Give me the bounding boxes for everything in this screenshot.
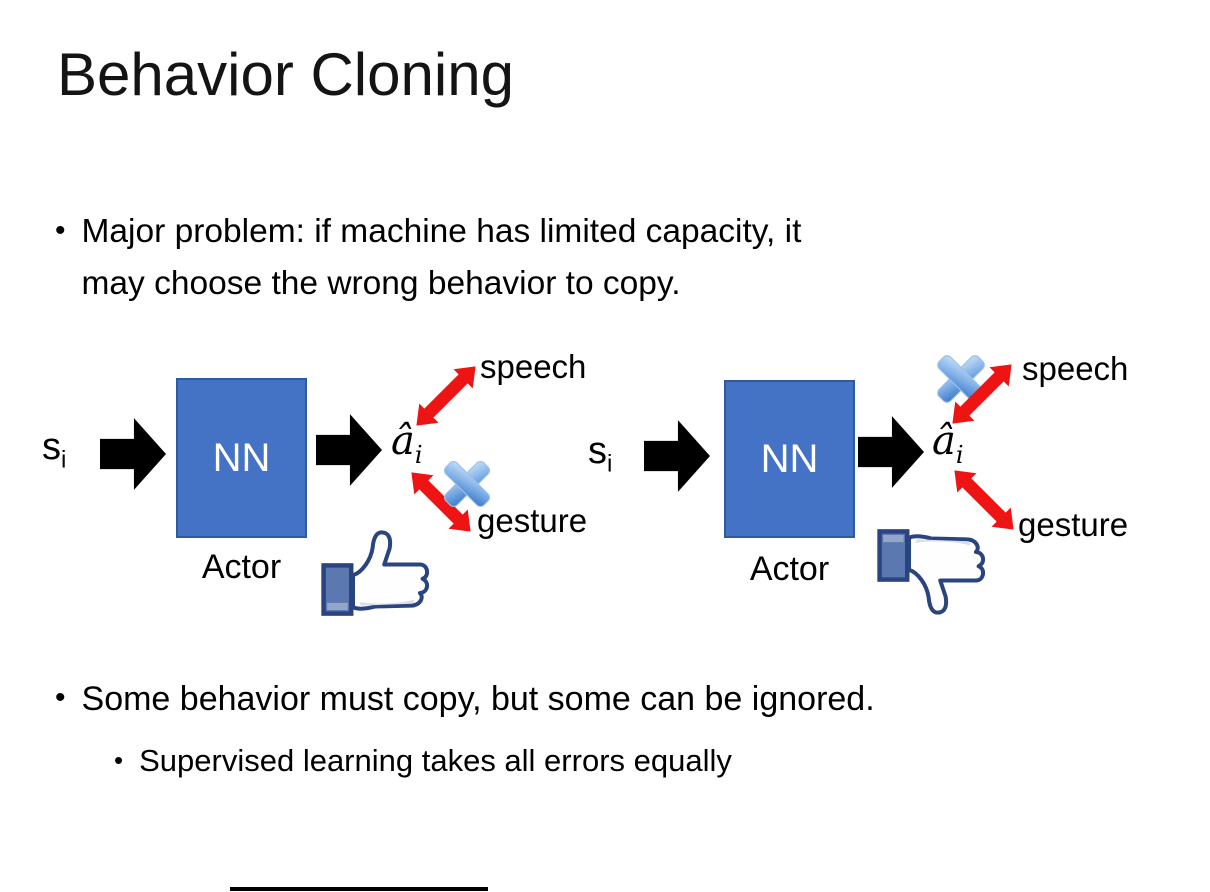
double-arrow-icon [952, 364, 1012, 424]
bullet-dot: • [55, 681, 66, 714]
output-action-label: âi [932, 418, 964, 469]
output-action-label: âi [391, 418, 423, 469]
branch-label-speech: speech [1022, 350, 1129, 387]
block-arrow-icon [644, 420, 710, 492]
page-title: Behavior Cloning [57, 41, 514, 108]
branch-label-gesture: gesture [1018, 506, 1129, 543]
bullet-major-problem: • Major problem: if machine has limited … [55, 206, 801, 310]
bullet-dot: • [114, 745, 124, 775]
bullet-text: Major problem: if machine has limited ca… [82, 206, 802, 310]
bottom-edge-line [230, 887, 488, 891]
block-arrow-icon [316, 414, 382, 486]
bullet-text: Supervised learning takes all errors equ… [139, 743, 732, 778]
double-arrow-icon [416, 366, 476, 426]
bullet-text: Some behavior must copy, but some can be… [81, 680, 875, 718]
input-state-label: si [42, 426, 67, 474]
thumbs-up-icon [320, 526, 436, 620]
bullet-dot: • [55, 214, 66, 247]
bullet-supervised-learning: • Supervised learning takes all errors e… [114, 740, 732, 782]
nn-box: NN [724, 380, 855, 538]
input-state-label: si [588, 430, 613, 478]
block-arrow-icon [100, 418, 166, 490]
actor-caption: Actor [201, 548, 282, 586]
branch-label-gesture: gesture [477, 502, 588, 539]
branch-label-speech: speech [480, 348, 587, 385]
cross-out-icon [437, 456, 497, 512]
bullet-line-2: may choose the wrong behavior to copy. [81, 265, 681, 302]
thumbs-down-icon [876, 524, 992, 620]
nn-box: NN [176, 378, 307, 538]
actor-caption: Actor [749, 550, 830, 588]
bullet-line-1: Major problem: if machine has limited ca… [81, 213, 802, 250]
bullet-some-behavior: • Some behavior must copy, but some can … [55, 676, 875, 722]
block-arrow-icon [858, 416, 924, 488]
